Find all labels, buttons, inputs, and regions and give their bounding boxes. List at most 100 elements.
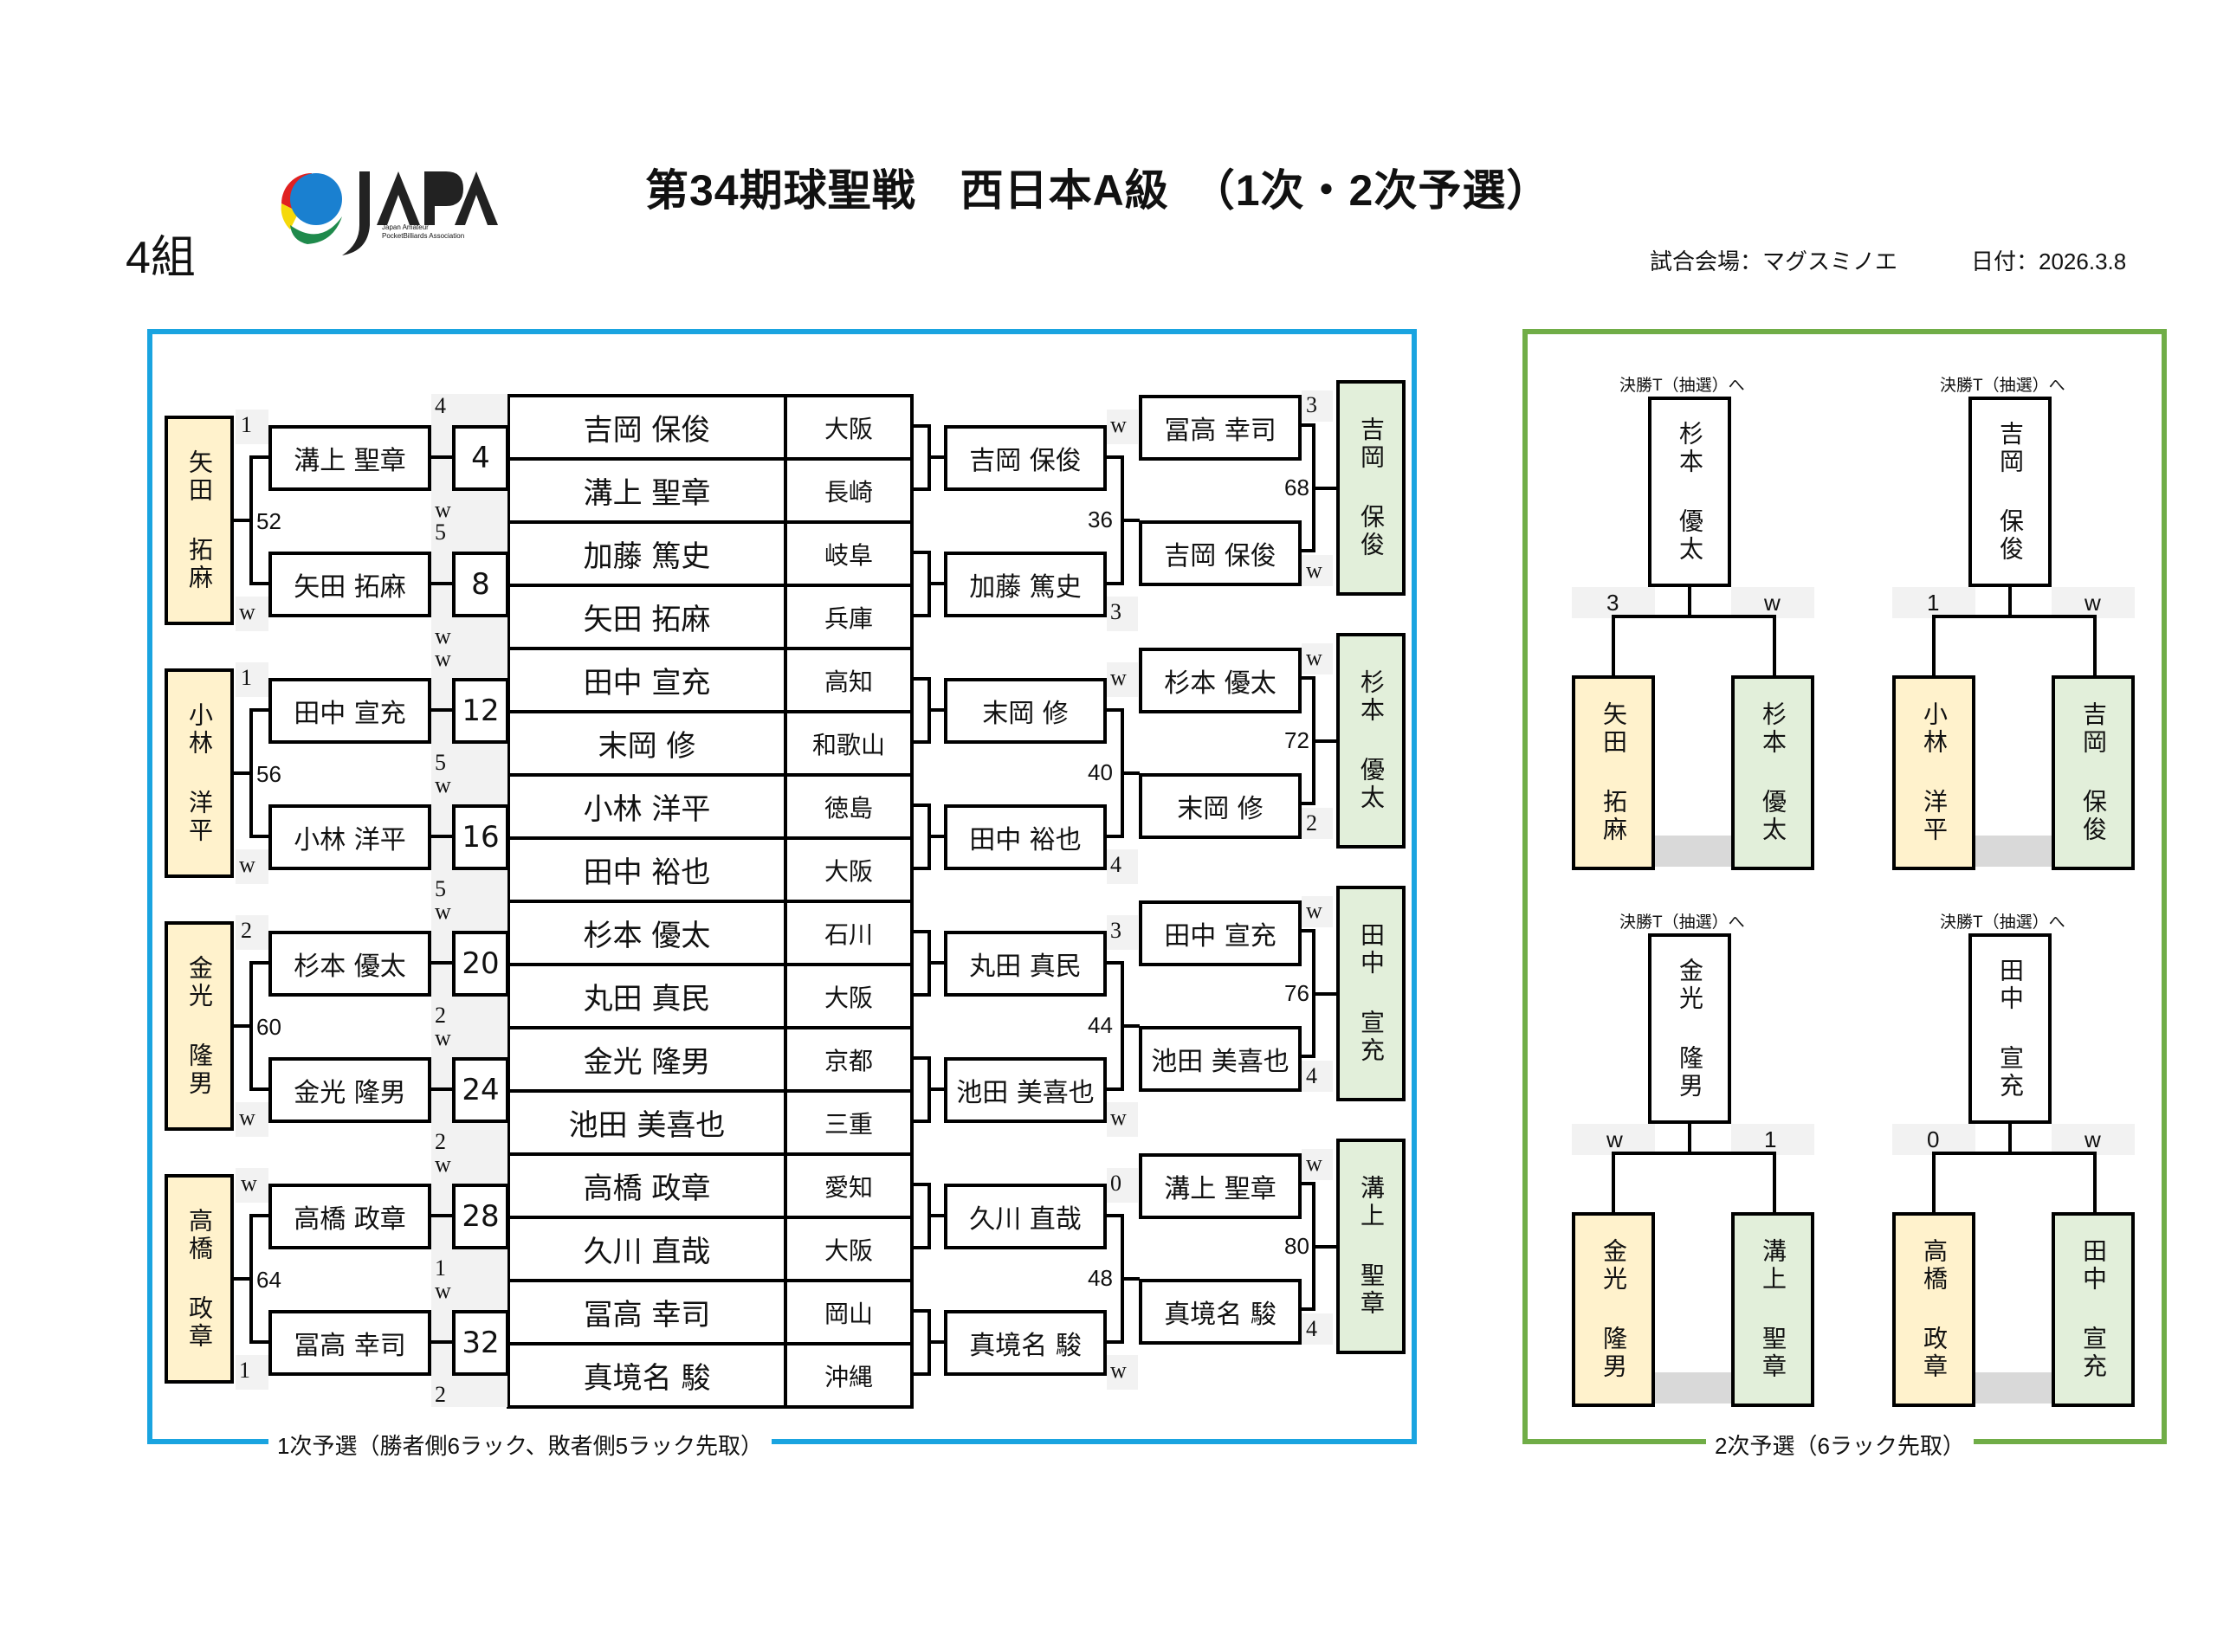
second-round-winner-box: 金光 隆男 <box>1648 933 1731 1124</box>
winner-player-box: 真境名 駿 <box>1139 1279 1302 1345</box>
bracket-line <box>914 676 931 681</box>
score-top: w <box>435 1152 451 1177</box>
score-shade <box>236 1102 268 1137</box>
match-number: 44 <box>1088 1012 1113 1038</box>
bracket-line <box>1312 486 1338 490</box>
score-bottom: w <box>435 497 451 522</box>
match-number-box: 4 <box>452 425 509 491</box>
entry-pref-cell: 長崎 <box>784 457 914 524</box>
score-left: w <box>1606 1126 1623 1152</box>
entry-pref-cell: 京都 <box>784 1026 914 1093</box>
score-shade <box>1107 1102 1138 1137</box>
entry-name-cell: 矢田 拓麻 <box>507 584 787 650</box>
winner-player-box: 冨高 幸司 <box>1139 395 1302 461</box>
bracket-line <box>1300 423 1315 427</box>
loser-player-box: 高橋 政章 <box>268 1184 431 1249</box>
entry-name-cell: 溝上 聖章 <box>507 457 787 524</box>
entry-pref-cell: 高知 <box>784 647 914 713</box>
bracket-line <box>429 1087 453 1091</box>
score-bottom: 3 <box>1110 599 1121 624</box>
score-bottom: w <box>239 852 255 877</box>
bracket-line <box>914 929 931 933</box>
winner-qualifier-box: 吉岡 保俊 <box>1336 380 1406 596</box>
bracket-line <box>1932 615 2097 618</box>
match-number: 48 <box>1088 1265 1113 1291</box>
winner-player-box: 杉本 優太 <box>1139 648 1302 713</box>
score-bottom: w <box>239 599 255 624</box>
match-number-box: 8 <box>452 552 509 617</box>
bracket-line <box>249 708 253 838</box>
loser-player-box: 杉本 優太 <box>268 931 431 997</box>
score-top: w <box>241 1171 257 1196</box>
winner-qualifier-box: 田中 宣充 <box>1336 886 1406 1101</box>
score-shade <box>1302 1149 1333 1180</box>
advance-label: 決勝T（抽選）へ <box>1619 913 1745 932</box>
score-top: 1 <box>241 665 252 690</box>
score-shade <box>1107 1168 1138 1203</box>
score-bottom: 4 <box>1110 852 1121 877</box>
bracket-line <box>1932 1152 1936 1214</box>
first-round-caption: 1次予選（勝者側6ラック、敗者側5ラック先取） <box>268 1429 772 1461</box>
score-shade <box>1302 1061 1333 1092</box>
score-bottom: w <box>1110 1358 1127 1383</box>
score-left: 0 <box>1927 1126 1940 1152</box>
score-shade <box>1572 1124 1655 1155</box>
score-bottom: 2 <box>435 1129 446 1154</box>
score-shade <box>1302 808 1333 839</box>
score-shade <box>1892 1124 1975 1155</box>
score-bottom: 5 <box>435 750 446 775</box>
score-top: w <box>435 1025 451 1050</box>
advance-label: 決勝T（抽選）へ <box>1940 377 2065 395</box>
entry-pref-cell: 愛知 <box>784 1152 914 1219</box>
entry-name-cell: 末岡 修 <box>507 710 787 777</box>
bracket-line <box>249 835 270 838</box>
winner-player-box: 溝上 聖章 <box>1139 1153 1302 1219</box>
match-number: 36 <box>1088 507 1113 532</box>
bracket-line <box>249 455 253 585</box>
score-top: w <box>1306 898 1322 923</box>
entry-pref-cell: 岐阜 <box>784 520 914 587</box>
entry-name-cell: 金光 隆男 <box>507 1026 787 1093</box>
score-shade <box>1302 390 1333 422</box>
bracket-line <box>1300 1055 1315 1058</box>
bracket-line <box>429 1214 453 1217</box>
score-shade <box>1731 1124 1814 1155</box>
bracket-line <box>1105 1214 1124 1217</box>
bracket-line <box>1105 961 1124 965</box>
entry-name-cell: 池田 美喜也 <box>507 1089 787 1156</box>
bracket-line <box>249 1214 253 1344</box>
score-shade <box>1107 849 1138 884</box>
winner-player-box: 加藤 篤史 <box>944 552 1107 617</box>
score-bottom: 2 <box>1306 810 1317 836</box>
bracket-line <box>1121 1277 1140 1281</box>
bracket-line <box>232 1277 251 1281</box>
bracket-line <box>2093 1152 2097 1214</box>
match-number-box: 16 <box>452 804 509 870</box>
match-number: 60 <box>256 1014 281 1040</box>
bracket-line <box>1773 1152 1776 1214</box>
bracket-line <box>1300 1307 1315 1311</box>
bracket-line <box>1121 1024 1140 1028</box>
loser-qualifier-box: 矢田 拓麻 <box>165 416 234 625</box>
bracket-line <box>1300 929 1315 932</box>
entry-name-cell: 杉本 優太 <box>507 900 787 966</box>
score-top: w <box>1306 1151 1322 1176</box>
entry-pref-cell: 石川 <box>784 900 914 966</box>
score-right: w <box>1764 590 1781 616</box>
bracket-line <box>1300 802 1315 805</box>
bracket-line <box>914 1308 931 1313</box>
loser-qualifier-box: 小林 洋平 <box>165 668 234 878</box>
bracket-line <box>1312 739 1338 743</box>
winner-player-box: 真境名 駿 <box>944 1310 1107 1376</box>
second-round-winner-box: 田中 宣充 <box>1968 933 2052 1124</box>
bracket-line <box>1105 1087 1124 1091</box>
score-shade <box>236 849 268 884</box>
score-shade <box>1107 597 1138 631</box>
bracket-line <box>914 487 931 491</box>
match-number-box: 24 <box>452 1057 509 1123</box>
score-top: w <box>1110 665 1127 690</box>
entry-name-cell: 田中 宣充 <box>507 647 787 713</box>
score-top: w <box>435 646 451 671</box>
score-top: 2 <box>241 918 252 943</box>
